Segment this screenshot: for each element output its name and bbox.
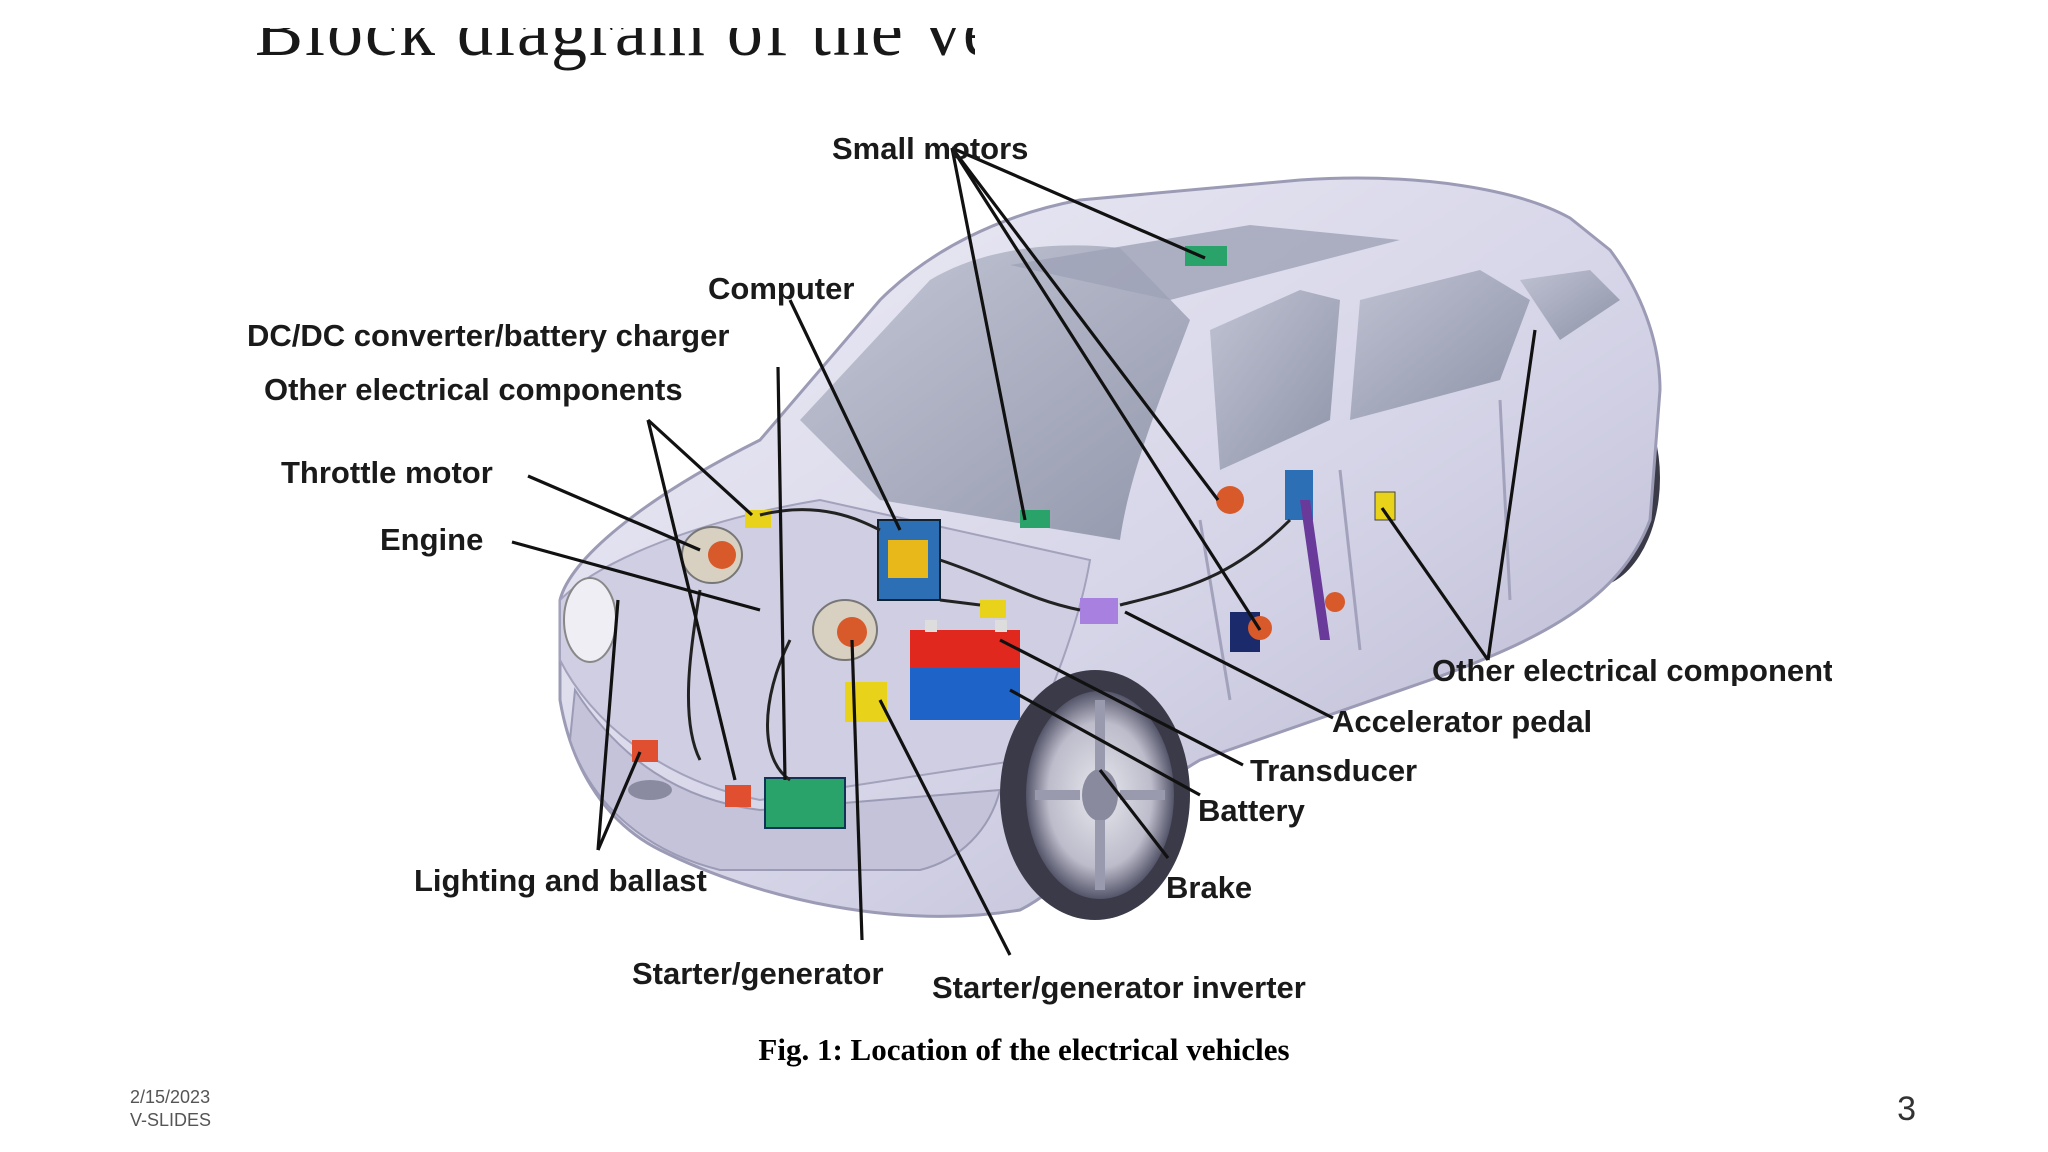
label-lighting-ballast: Lighting and ballast <box>414 863 707 898</box>
leader-lines <box>511 146 1537 956</box>
footer-text: V-SLIDES <box>130 1110 212 1131</box>
relay-mid <box>980 600 1006 618</box>
figure-caption: Fig. 1: Location of the electrical vehic… <box>758 1032 1290 1067</box>
footer: 2/15/2023 V-SLIDES <box>130 1086 211 1133</box>
label-other-electrical-left: Other electrical components <box>264 372 683 407</box>
inverter-box <box>764 777 846 829</box>
roof-motor <box>1185 246 1227 266</box>
label-other-electrical-right: Other electrical components <box>1432 655 1832 686</box>
car-body <box>558 176 1662 918</box>
page-number: 3 <box>1897 1090 1916 1128</box>
dash-motor <box>1020 510 1050 528</box>
slide-title: Block diagram of the vehicle <box>255 28 975 88</box>
label-small-motors: Small motors <box>832 131 1029 166</box>
label-dc-dc-converter: DC/DC converter/battery charger <box>247 318 730 353</box>
light-front <box>725 785 751 807</box>
wiring <box>686 508 1292 782</box>
side-component <box>1374 491 1396 521</box>
label-other-electrical-right-clip: Other electrical components <box>1432 655 1832 686</box>
label-brake: Brake <box>1166 870 1253 905</box>
label-starter-generator-inverter: Starter/generator inverter <box>932 970 1306 1005</box>
pedal-assembly <box>1216 470 1345 640</box>
label-transducer: Transducer <box>1250 753 1418 788</box>
footer-date: 2/15/2023 <box>130 1087 211 1107</box>
throttle-motor-component <box>681 526 743 584</box>
slide-title-text: Block diagram of the vehicle <box>255 28 975 71</box>
label-engine: Engine <box>380 522 484 557</box>
accelerator-block <box>1080 598 1118 624</box>
battery-component <box>910 620 1020 720</box>
label-throttle-motor: Throttle motor <box>281 455 493 490</box>
starter-component <box>812 599 878 661</box>
computer-chip <box>888 540 928 578</box>
label-accelerator-pedal: Accelerator pedal <box>1332 704 1593 739</box>
label-starter-generator: Starter/generator <box>632 956 884 991</box>
front-wheel <box>1000 670 1190 920</box>
label-battery: Battery <box>1198 793 1305 828</box>
label-computer: Computer <box>708 271 855 306</box>
